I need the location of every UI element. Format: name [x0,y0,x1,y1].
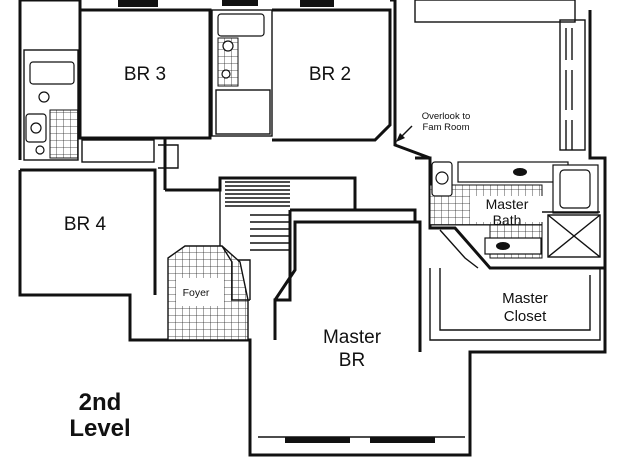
hall-bath [211,0,273,137]
level-title-line1: 2nd [79,389,122,416]
master-closet [429,268,601,341]
master-bath-label-line2: Bath [493,212,522,228]
br2-label: BR 2 [309,64,351,85]
master-bath [415,156,605,270]
br3-label: BR 3 [124,64,166,85]
level-title-line2: Level [69,415,130,442]
master-closet-label-line1: Master [502,290,548,307]
overlook-label-line2: Fam Room [423,122,470,133]
left-bath [23,49,155,163]
family-room-overlook-area [414,0,586,151]
foyer-label: Foyer [183,287,210,299]
foyer [167,245,250,341]
master-bedroom [258,220,465,443]
bedroom-3 [80,0,212,140]
master-br-label-line2: BR [339,350,365,371]
bedroom-4 [20,144,179,295]
master-closet-label-line2: Closet [504,308,547,325]
master-br-label-line1: Master [323,327,382,348]
master-bath-label-line1: Master [486,196,529,212]
bedroom-2 [272,0,392,142]
overlook-arrow [396,125,413,142]
overlook-label-line1: Overlook to [422,111,471,122]
br4-label: BR 4 [64,214,107,235]
